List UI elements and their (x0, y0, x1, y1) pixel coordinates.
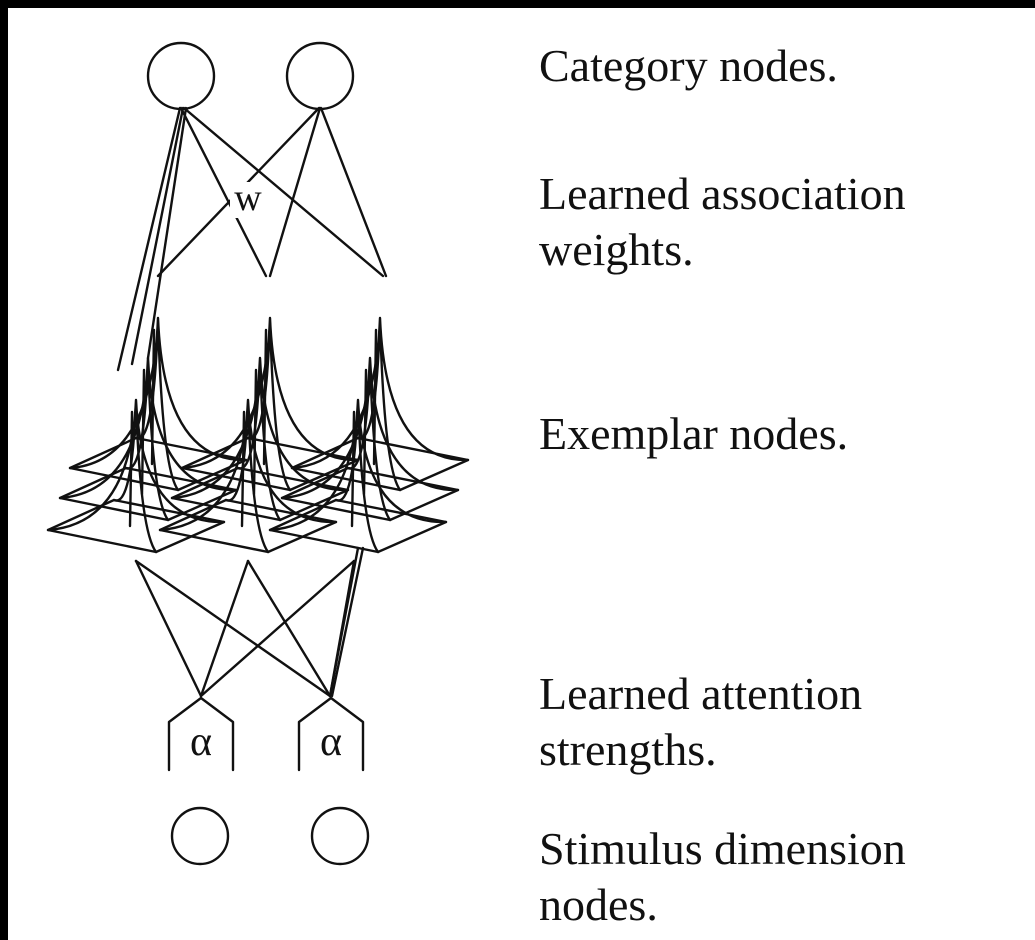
weight-label-bg (230, 182, 266, 218)
alcove-network-diagram: w α α (46, 41, 470, 866)
exemplar-node (180, 316, 360, 492)
stimulus-dimension-label: Stimulus dimension nodes. (539, 823, 906, 930)
category-nodes-label: Category nodes. (539, 40, 838, 91)
exemplar-nodes (46, 316, 470, 554)
category-node-1 (146, 41, 216, 111)
stimulus-node-2 (310, 806, 370, 866)
exemplar-node (290, 316, 470, 492)
exemplar-node (268, 398, 448, 554)
attention-gate-1: α (167, 696, 235, 772)
association-weights-label: Learned association weights. (539, 168, 906, 275)
attention-symbol: α (320, 719, 342, 765)
exemplar-node (158, 398, 338, 554)
exemplar-node (170, 356, 350, 522)
exemplar-node (46, 398, 226, 554)
category-node-2 (285, 41, 355, 111)
attention-gate-2: α (297, 696, 365, 772)
exemplar-node (68, 316, 248, 492)
weight-symbol: w (234, 177, 262, 219)
exemplar-node (280, 356, 460, 522)
exemplar-node (58, 356, 238, 522)
diagram-canvas: w α α Category nodes. Learned associatio… (8, 8, 1035, 940)
stimulus-node-1 (170, 806, 230, 866)
exemplar-nodes-label: Exemplar nodes. (539, 408, 849, 459)
attention-symbol: α (190, 719, 212, 765)
attention-strengths-label: Learned attention strengths. (539, 668, 863, 775)
attention-connection-lines (134, 546, 365, 698)
